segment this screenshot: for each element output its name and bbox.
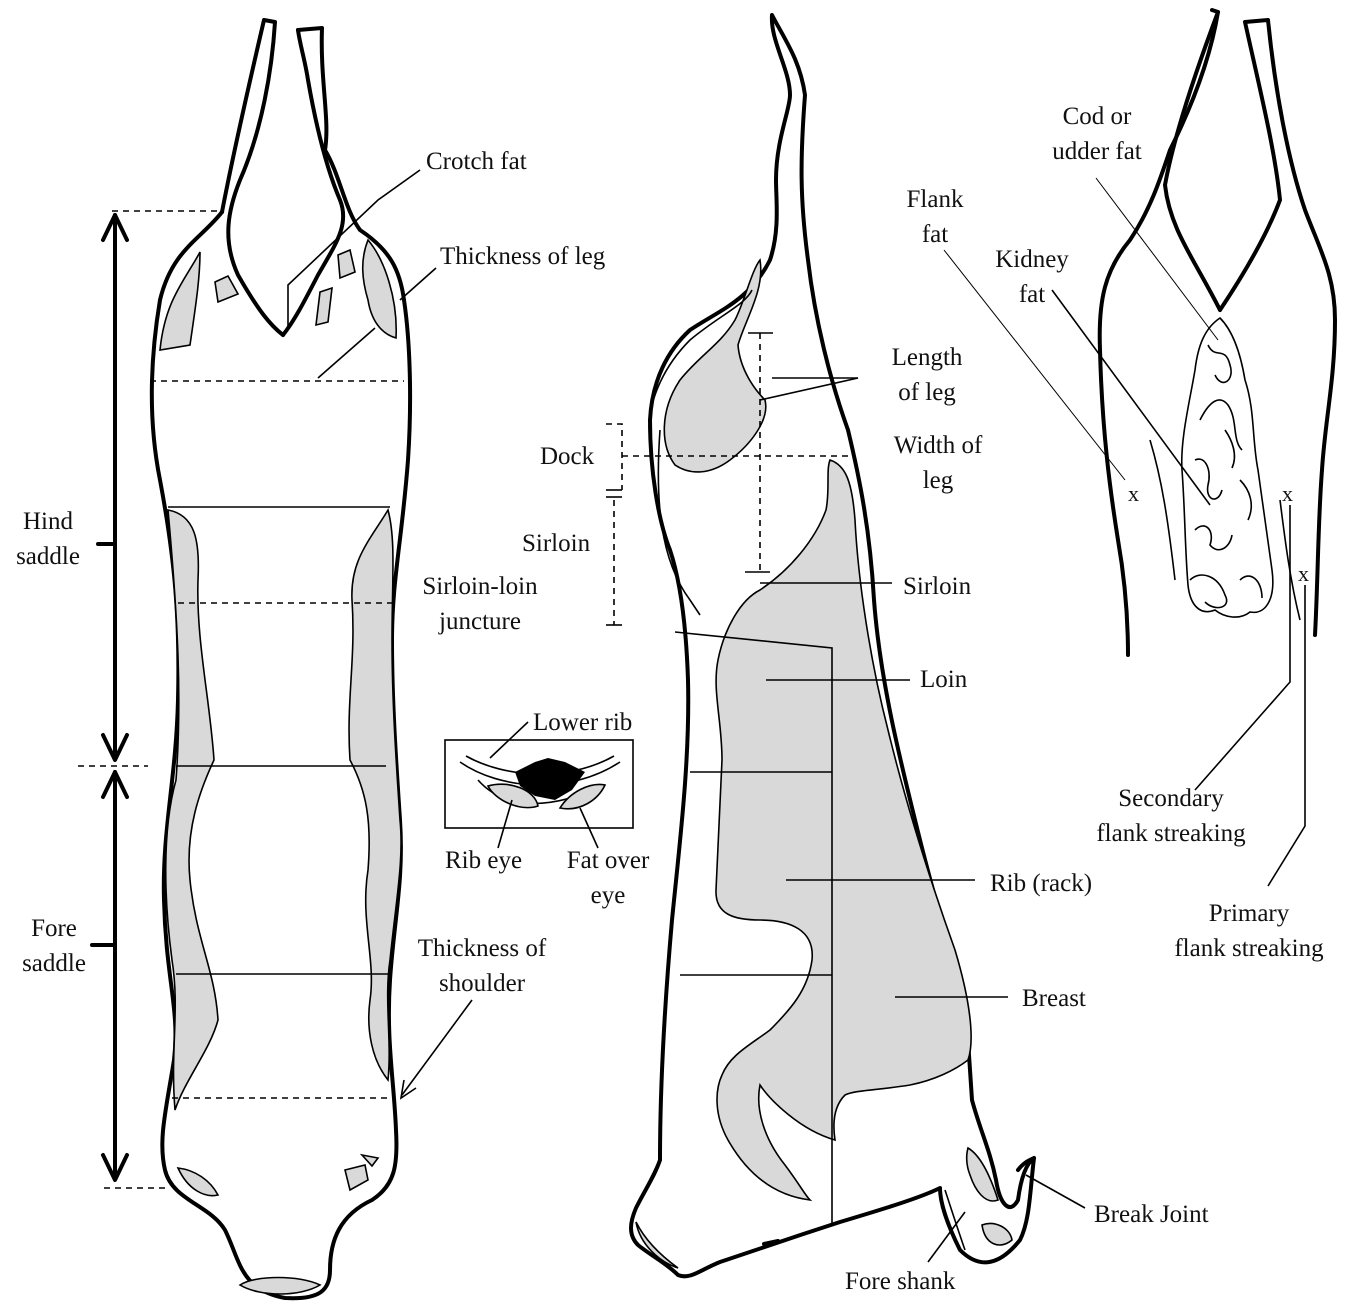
thickness-of-leg-leader — [318, 328, 375, 378]
fore-shank-label: Fore shank — [845, 1264, 955, 1299]
thickness-of-leg-leader — [400, 268, 436, 300]
crotch-fat-leader — [288, 170, 420, 330]
leg-fat-left — [160, 252, 200, 350]
break-joint-leader — [1026, 1175, 1085, 1208]
fat-over-eye-label: Fat over eye — [556, 843, 660, 913]
break-joint-label: Break Joint — [1094, 1197, 1209, 1232]
crotch-fat-patch — [338, 250, 355, 278]
leg-fat-right — [363, 240, 396, 338]
secondary-streaking-x-mark: x — [1282, 476, 1293, 511]
kidney-fat-leader — [1052, 290, 1210, 505]
primary-flank-streaking-label: Primary flank streaking — [1152, 896, 1346, 966]
flank-fat-x-mark: x — [1128, 476, 1139, 511]
ventral-flank-line-left — [1150, 440, 1175, 580]
kidney-fat — [1182, 318, 1273, 617]
crotch-fat-patch — [316, 288, 332, 325]
breast-label: Breast — [1022, 981, 1086, 1016]
side-fat-right — [349, 510, 401, 1080]
side-view-carcass — [606, 15, 1085, 1276]
fore-saddle-label: Fore saddle — [6, 911, 102, 981]
lower-rib-label: Lower rib — [533, 705, 632, 740]
length-of-leg-label: Length of leg — [872, 340, 982, 410]
rib-eye-label: Rib eye — [445, 843, 522, 878]
sirloin-bracket-label: Sirloin — [522, 526, 590, 561]
thickness-of-shoulder-leader — [402, 1000, 472, 1095]
dock-bracket — [606, 424, 622, 490]
length-of-leg-leader — [760, 378, 858, 400]
crotch-fat-label: Crotch fat — [426, 144, 527, 179]
sirloin-loin-juncture-label: Sirloin-loin juncture — [412, 569, 548, 639]
neck-fat-patch — [178, 1168, 218, 1196]
width-of-leg-label: Width of leg — [880, 428, 996, 498]
ventral-left-leg-inner — [1165, 12, 1220, 310]
neck-cut-face — [240, 1278, 320, 1295]
loin-label: Loin — [920, 662, 967, 697]
cod-or-udder-fat-label: Cod or udder fat — [1038, 99, 1156, 169]
secondary-flank-streaking-label: Secondary flank streaking — [1076, 781, 1266, 851]
crotch-fat-patch — [215, 276, 238, 302]
flank-fat-label: Flank fat — [890, 182, 980, 252]
neck-face-fat — [636, 1222, 678, 1268]
dock-label: Dock — [540, 439, 594, 474]
rib-eye-inset — [445, 722, 633, 848]
dorsal-crotch-outline — [283, 30, 343, 335]
thickness-of-shoulder-arrowhead — [401, 1080, 416, 1098]
rib-eye-leader — [498, 800, 512, 848]
primary-flank-streaking-leader — [1268, 585, 1305, 886]
hind-saddle-label: Hind saddle — [0, 504, 96, 574]
thickness-of-leg-label: Thickness of leg — [440, 239, 605, 274]
thickness-of-shoulder-label: Thickness of shoulder — [402, 931, 562, 1001]
rib-rack-label: Rib (rack) — [990, 866, 1092, 901]
neck-fat-patch — [345, 1165, 368, 1190]
kidney-fat-label: Kidney fat — [984, 242, 1080, 312]
primary-streaking-x-mark: x — [1298, 556, 1309, 591]
cod-fat-leader — [1096, 178, 1218, 340]
sirloin-label: Sirloin — [903, 569, 971, 604]
dorsal-view-carcass — [78, 20, 472, 1298]
break-joint-fat — [982, 1223, 1012, 1245]
